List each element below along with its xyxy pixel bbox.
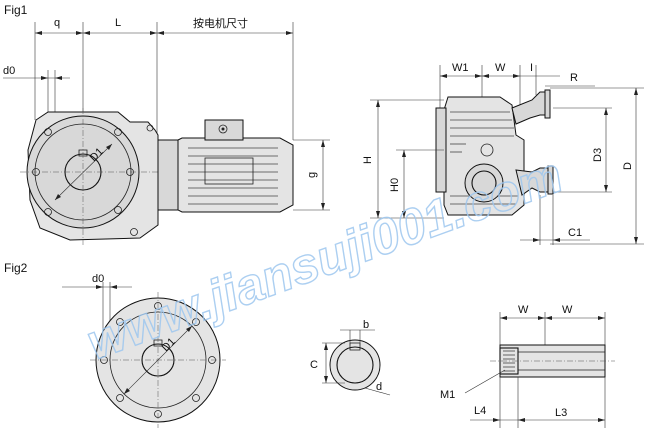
arrow [41,76,48,80]
cooling-fins [188,147,278,205]
arrow [553,238,560,242]
lower-arm-end [547,165,554,195]
arrow [186,326,192,332]
arrow [150,31,157,35]
label-d: d [376,381,382,393]
arrow [106,144,112,150]
arrow [475,74,482,78]
fig1-front-view: W1 W I R H [362,62,644,245]
arrow [324,376,328,383]
arrow [604,108,608,115]
arrow [598,418,605,422]
upper-arm-end [544,89,551,119]
arrow [402,150,406,157]
shaft-section-bore [336,346,374,384]
arrow [324,343,328,350]
arrow [96,285,103,289]
shaft-section-key [349,342,361,351]
output-boss [464,163,504,203]
arrow [286,31,293,35]
arrow [634,237,638,244]
arrow [500,316,507,320]
arrow [76,31,83,35]
fig2-group: Fig2 d0 D1 [4,261,615,428]
upper-arm [511,91,546,125]
motor-body [177,137,294,213]
cable-gland [218,124,228,134]
label-H0: H0 [389,178,401,192]
label-b: b [363,319,369,331]
label-d0-fig1: d0 [3,65,15,77]
label-L: L [115,17,121,29]
label-motor-dim: 按电机尺寸 [193,16,248,30]
label-C1: C1 [568,227,582,239]
arrow [321,203,325,210]
arrow [55,194,61,200]
arrow [493,418,500,422]
arrow [35,31,42,35]
arrow [538,316,545,320]
vent-plug [480,143,494,157]
label-M1: M1 [440,389,455,401]
arrow [482,74,489,78]
label-W-right: W [562,304,573,316]
arrow [402,211,406,218]
dim-d [364,387,391,396]
arrow [55,76,62,80]
arrow [604,185,608,192]
label-H: H [362,156,374,164]
arrow [124,388,130,394]
motor-adapter [157,139,179,211]
arrow [440,74,447,78]
label-D3: D3 [592,148,604,162]
arrow [157,31,164,35]
label-W-left: W [518,304,529,316]
label-L4: L4 [474,405,486,417]
arrow [634,88,638,95]
arrow [598,316,605,320]
fig2-bolt-holes [100,302,216,418]
nameplate [204,157,254,185]
cable-gland-center [221,127,225,131]
arrow [376,211,380,218]
label-g: g [306,172,318,178]
leader-M1 [464,369,506,394]
fig1-title: Fig1 [4,3,28,17]
arrow [83,31,90,35]
label-q: q [54,17,60,29]
label-D: D [622,162,634,170]
fig2-title: Fig2 [4,261,28,275]
label-L3: L3 [555,407,567,419]
label-d0-fig2: d0 [92,273,104,285]
arrow [545,316,552,320]
label-W: W [495,62,506,74]
output-bore [471,170,497,196]
arrow [533,238,540,242]
bolt-holes [32,124,154,236]
label-R: R [570,72,578,84]
arrow [110,285,117,289]
label-C: C [310,359,318,371]
label-I: I [530,62,533,74]
arrow [513,74,520,78]
arrow [376,100,380,107]
arrow [518,418,525,422]
arrow [321,140,325,147]
dim-D1-fig2 [123,325,193,395]
fig1-group: Fig1 q L 按电机尺寸 d0 [3,3,330,245]
label-W1: W1 [452,62,469,74]
